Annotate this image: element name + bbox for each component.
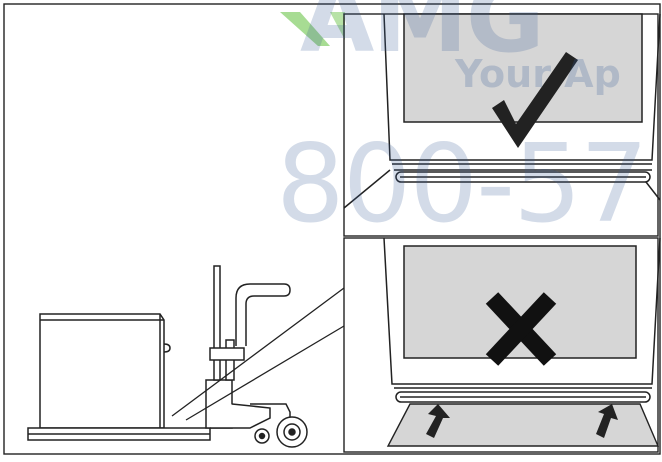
door-window (403, 13, 643, 123)
watermark-logo-swoosh (280, 12, 330, 46)
appliance-box (39, 313, 171, 429)
cross-icon (485, 292, 557, 366)
checkmark-icon (492, 52, 578, 148)
watermark-logo-swoosh-2 (330, 12, 345, 40)
up-arrow-icon (596, 404, 618, 438)
up-arrow-icon (426, 404, 450, 438)
pallet-jack (27, 265, 308, 448)
zoom-callout-lines (171, 287, 345, 421)
panel-incorrect (343, 237, 661, 453)
pallet-surface (386, 403, 660, 447)
panel-correct (343, 13, 661, 237)
